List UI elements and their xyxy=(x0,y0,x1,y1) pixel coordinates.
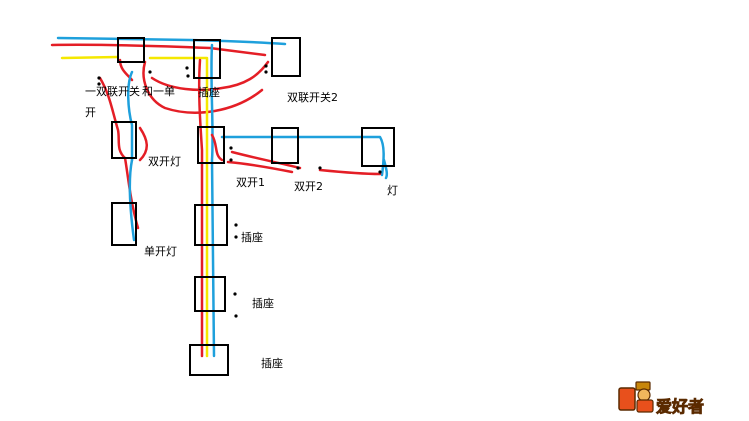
box-lamp-double xyxy=(111,121,137,159)
dot xyxy=(264,64,268,68)
wire-red-incoming xyxy=(50,43,267,57)
logo-text: 爱好者 xyxy=(656,397,704,416)
wire-red-to-lamp xyxy=(318,168,382,176)
label-lamp-single: 单开灯 xyxy=(144,245,177,258)
dot xyxy=(97,82,101,86)
woodworker-mascot-icon xyxy=(618,381,654,413)
wire-red-trunk-loop xyxy=(210,133,224,162)
label-socket-1: 插座 xyxy=(241,230,263,244)
dot xyxy=(186,74,190,78)
label-double-switch-2: 双开2 xyxy=(294,180,323,193)
box-double-1 xyxy=(271,127,299,164)
dot xyxy=(234,314,238,318)
dot xyxy=(229,158,233,162)
wire-blue-lamp-drop xyxy=(382,158,389,180)
label-socket-top: 插座 xyxy=(198,85,220,99)
label-lamp: 灯 xyxy=(387,184,398,197)
label-switch-single: 和一单 xyxy=(142,85,175,98)
dot xyxy=(148,70,152,74)
terminal-dots xyxy=(97,64,382,318)
dot xyxy=(318,166,322,170)
box-double-switch-1 xyxy=(117,37,145,63)
boxes xyxy=(111,37,395,376)
labels: 一双联开关 开 和一单 插座 双联开关2 双开灯 单开灯 双开1 双开2 灯 插… xyxy=(85,84,398,370)
wire-blue-to-lamp xyxy=(220,135,385,177)
label-switch-double-1-cont: 开 xyxy=(85,106,96,119)
box-lamp-single xyxy=(111,202,137,246)
box-double-switch-2 xyxy=(271,37,301,77)
label-switch-double-1: 一双联开关 xyxy=(85,84,140,98)
wire-red-switch2-curve xyxy=(142,60,264,114)
label-lamp-double: 双开灯 xyxy=(148,155,181,168)
box-socket-2 xyxy=(194,276,226,312)
label-socket-2: 插座 xyxy=(252,296,274,310)
box-socket-1 xyxy=(194,204,228,246)
box-lamp xyxy=(361,127,395,167)
wire-yellow-incoming xyxy=(60,55,209,80)
dot xyxy=(185,66,189,70)
label-socket-3: 插座 xyxy=(261,356,283,370)
dot xyxy=(229,146,233,150)
wire-red-lamp1-loop xyxy=(138,126,148,162)
dot xyxy=(378,170,382,174)
box-junction xyxy=(197,126,225,164)
box-socket-3 xyxy=(189,344,229,376)
wire-blue-lamp-double xyxy=(127,70,134,162)
dot xyxy=(234,223,238,227)
dot xyxy=(97,76,101,80)
wire-blue-lamp-single xyxy=(128,158,136,242)
dot xyxy=(264,70,268,74)
wire-blue-incoming xyxy=(56,36,287,46)
dot xyxy=(233,292,237,296)
dot xyxy=(296,166,300,170)
label-switch-double-2: 双联开关2 xyxy=(287,90,338,104)
label-double-switch-1: 双开1 xyxy=(236,176,265,189)
wire-red-trunk xyxy=(197,58,204,358)
wire-blue-trunk xyxy=(210,43,216,358)
wire-red-double-switch-2 xyxy=(226,160,294,174)
dot xyxy=(234,235,238,239)
wire-red-double-switch-1 xyxy=(230,150,302,170)
wire-red-switch2-curve-b xyxy=(150,60,270,92)
logo: 爱好者 xyxy=(618,381,704,416)
box-socket-top xyxy=(193,39,221,79)
